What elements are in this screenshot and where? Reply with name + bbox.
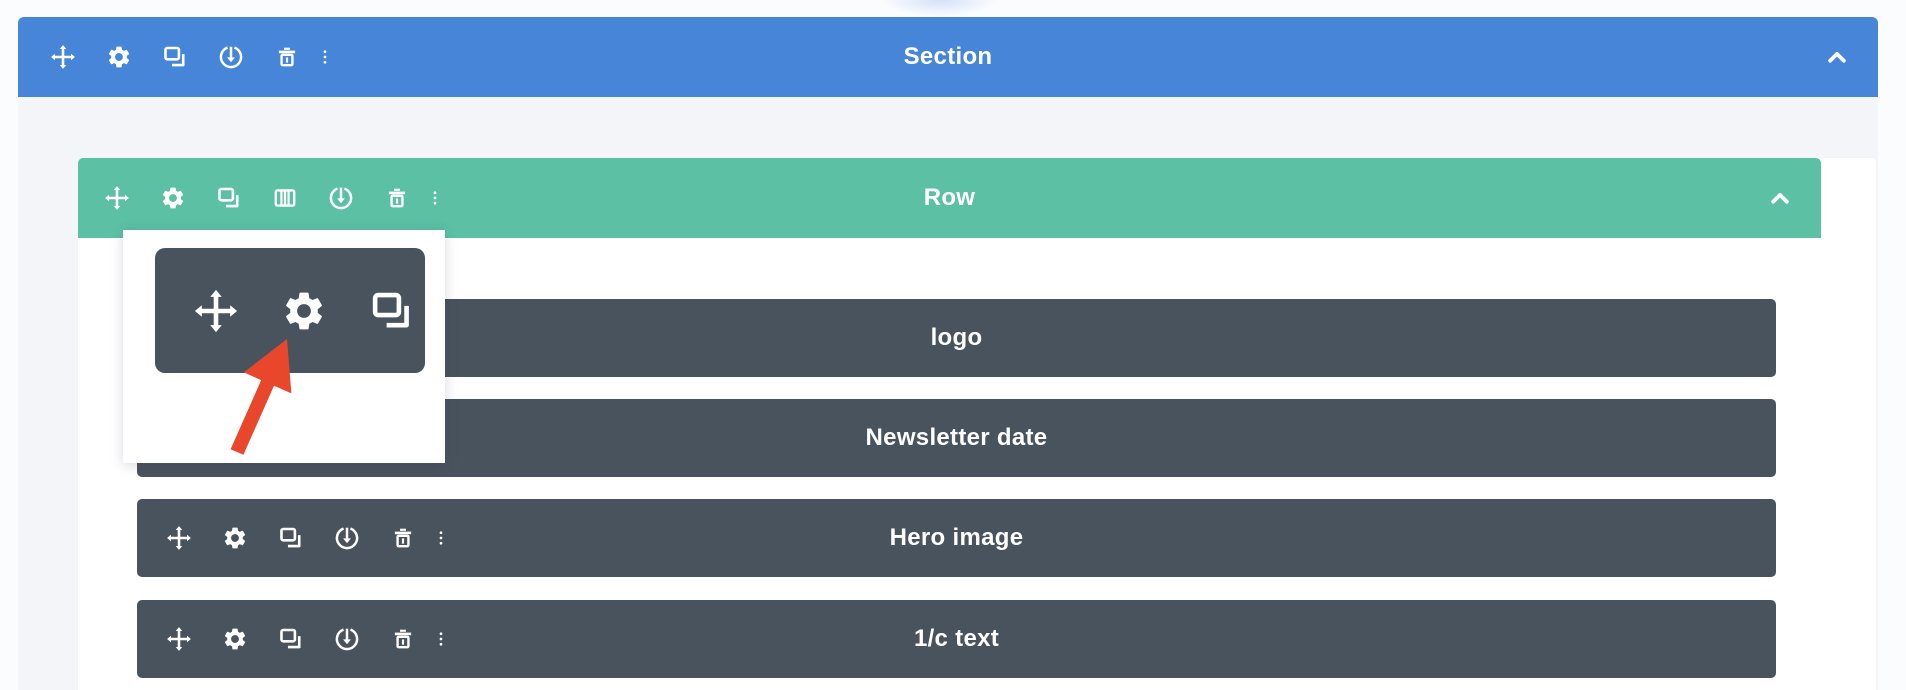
settings-icon[interactable]	[222, 525, 248, 551]
menu-icon[interactable]	[432, 525, 450, 551]
row-header-bar[interactable]: Row	[78, 158, 1821, 238]
section-header-bar[interactable]: Section	[18, 17, 1878, 97]
callout-toolbar	[155, 248, 425, 373]
move-icon[interactable]	[193, 288, 239, 334]
delete-icon[interactable]	[274, 44, 300, 70]
delete-icon[interactable]	[390, 626, 416, 652]
move-icon[interactable]	[104, 185, 130, 211]
settings-icon[interactable]	[160, 185, 186, 211]
zoom-callout-popup	[123, 230, 445, 463]
delete-icon[interactable]	[390, 525, 416, 551]
duplicate-icon[interactable]	[278, 626, 304, 652]
module-toolbar	[137, 600, 450, 678]
settings-icon[interactable]	[281, 288, 327, 334]
duplicate-icon[interactable]	[278, 525, 304, 551]
module-toolbar	[137, 499, 450, 577]
save-icon[interactable]	[218, 44, 244, 70]
chevron-up-icon[interactable]	[1765, 158, 1795, 238]
save-icon[interactable]	[328, 185, 354, 211]
save-icon[interactable]	[334, 626, 360, 652]
duplicate-icon[interactable]	[369, 288, 415, 334]
menu-icon[interactable]	[316, 44, 334, 70]
module-bar-1c-text[interactable]: 1/c text	[137, 600, 1776, 678]
menu-icon[interactable]	[432, 626, 450, 652]
columns-icon[interactable]	[272, 185, 298, 211]
section-toolbar	[18, 17, 334, 97]
chevron-up-icon[interactable]	[1822, 17, 1852, 97]
row-toolbar	[78, 158, 444, 238]
move-icon[interactable]	[166, 626, 192, 652]
settings-icon[interactable]	[106, 44, 132, 70]
save-icon[interactable]	[334, 525, 360, 551]
duplicate-icon[interactable]	[162, 44, 188, 70]
module-bar-hero-image[interactable]: Hero image	[137, 499, 1776, 577]
move-icon[interactable]	[50, 44, 76, 70]
section-panel: Section Row logo Newsletter date	[18, 17, 1878, 690]
duplicate-icon[interactable]	[216, 185, 242, 211]
delete-icon[interactable]	[384, 185, 410, 211]
menu-icon[interactable]	[426, 185, 444, 211]
settings-icon[interactable]	[222, 626, 248, 652]
move-icon[interactable]	[166, 525, 192, 551]
tooltip-remnant	[862, 0, 1018, 17]
